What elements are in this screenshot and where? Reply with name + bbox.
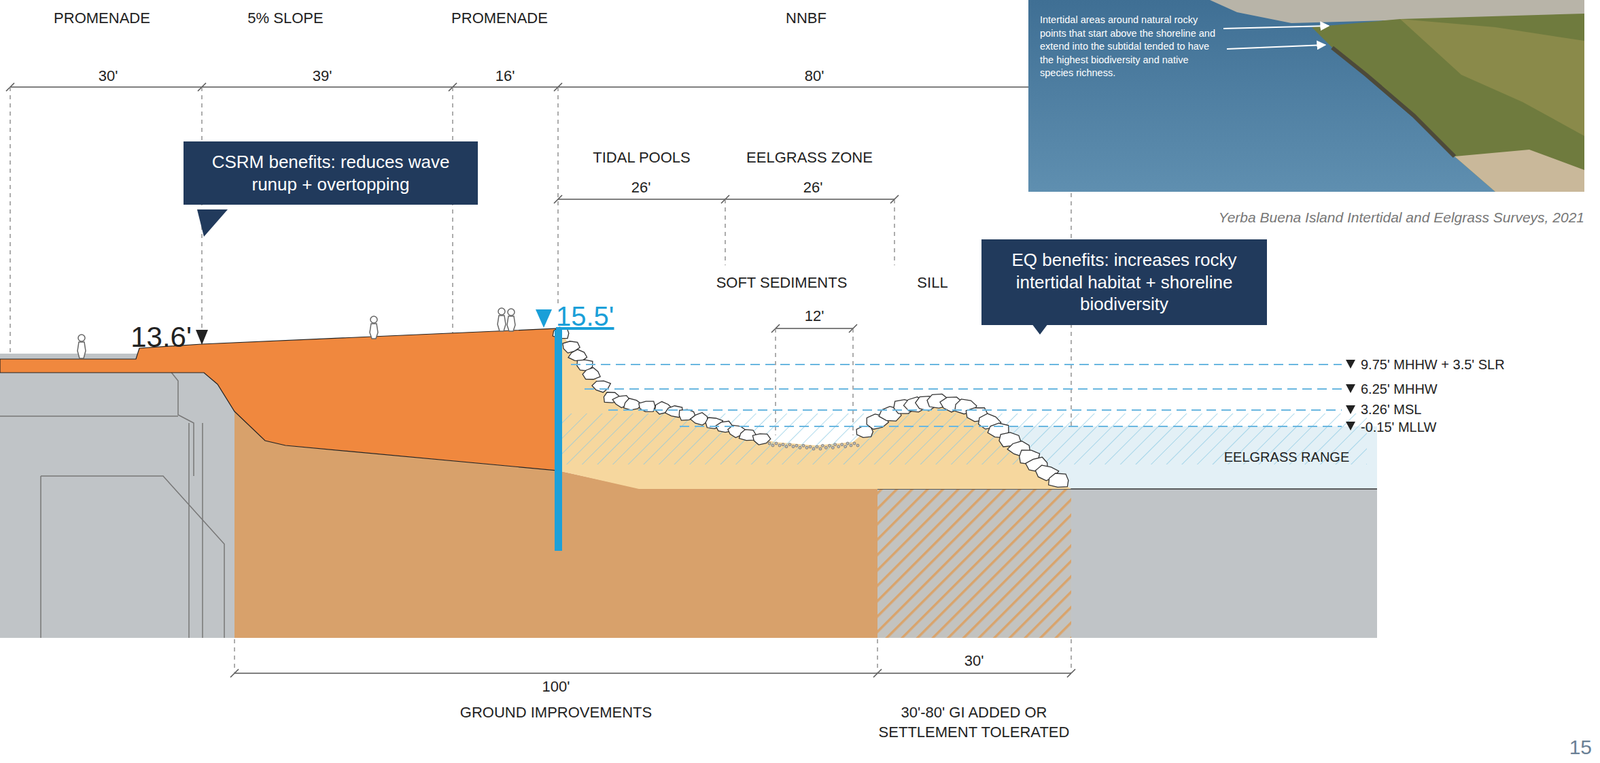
zone-label: TIDAL POOLS: [592, 149, 690, 166]
rock: [568, 349, 588, 361]
sheet-pile-wall: [554, 329, 563, 551]
callout-box: EQ benefits: increases rocky intertidal …: [981, 239, 1267, 325]
gravel: [840, 443, 844, 446]
tide-level: -0.15' MLLW: [1360, 419, 1437, 435]
gravel: [788, 443, 792, 446]
section-heading: NNBF: [785, 10, 827, 27]
gravel: [837, 445, 841, 448]
gravel: [833, 443, 837, 446]
gravel: [812, 447, 815, 450]
rock: [592, 380, 611, 393]
gravel: [819, 447, 822, 450]
rock: [856, 426, 873, 438]
note: 30'-80' GI ADDED OR SETTLEMENT TOLERATED: [868, 702, 1080, 742]
node-text: CSRM benefits: reduces wave runup + over…: [193, 150, 469, 196]
section-heading: PROMENADE: [451, 10, 548, 27]
gravel: [781, 443, 785, 446]
gravel: [768, 441, 771, 445]
dimension: 39': [312, 67, 333, 85]
people: [77, 307, 516, 359]
section-heading: 5% SLOPE: [247, 10, 323, 27]
dimension: 30': [964, 652, 985, 669]
water-level-lines: [570, 364, 1342, 427]
rock: [582, 367, 601, 380]
existing-structure: [0, 353, 235, 638]
level-markers: [195, 329, 1356, 431]
promenade-fill: [0, 328, 559, 471]
note: GROUND IMPROVEMENTS: [460, 704, 652, 721]
callout-box: CSRM benefits: reduces wave runup + over…: [183, 141, 478, 205]
gravel: [815, 445, 819, 448]
level-marker: [535, 309, 552, 328]
callout-tail: [197, 209, 228, 237]
gravel: [821, 443, 824, 447]
dimension: 16': [495, 67, 516, 85]
zone-label: EELGRASS ZONE: [746, 149, 873, 166]
tide-level: 3.26' MSL: [1360, 401, 1422, 417]
zone-label: SILL: [916, 274, 948, 291]
rock: [1048, 473, 1069, 487]
gravel: [831, 445, 834, 449]
gravel: [795, 443, 798, 447]
gravel: [778, 443, 781, 447]
gravel: [849, 443, 853, 447]
settlement-zone: [877, 488, 1072, 638]
gravel: [774, 441, 778, 445]
gravel: [798, 445, 802, 449]
gravel: [827, 443, 831, 447]
tide-level: 6.25' MHHW: [1360, 381, 1438, 397]
dimension: 30': [98, 67, 119, 85]
gravel: [791, 445, 795, 448]
node-text: EQ benefits: increases rocky intertidal …: [990, 248, 1258, 316]
rock: [690, 412, 709, 426]
range-label: EELGRASS RANGE: [1224, 449, 1350, 465]
section-heading: PROMENADE: [53, 10, 151, 27]
photo-annotation: Intertidal areas around natural rocky po…: [1037, 10, 1227, 83]
gravel: [771, 443, 775, 447]
eelgrass-range-hatch: [558, 413, 1367, 465]
gravel: [844, 445, 847, 448]
bay-mud: [1071, 488, 1378, 638]
elevation-label: 15.5': [555, 301, 615, 332]
gravel: [846, 441, 849, 445]
gravel: [785, 445, 788, 448]
photo-caption: Yerba Buena Island Intertidal and Eelgra…: [1218, 209, 1585, 225]
pier-outline: [0, 370, 225, 638]
zone-label: SOFT SEDIMENTS: [716, 274, 848, 291]
dimension: 100': [542, 678, 571, 695]
gravel: [824, 445, 828, 449]
gravel: [853, 441, 856, 445]
rock: [752, 433, 771, 445]
dimension: 80': [804, 67, 825, 85]
dimension: 26': [803, 179, 824, 196]
dimension: 12': [804, 307, 825, 325]
gravel: [805, 445, 809, 449]
sand-fill: [558, 333, 1072, 489]
gravel: [856, 443, 860, 447]
site-photo: [1028, 0, 1585, 192]
tide-level: 9.75' MHHW + 3.5' SLR: [1360, 356, 1505, 372]
dimension: 26': [631, 179, 652, 196]
elevation-label: 13.6': [130, 321, 192, 353]
node-text: Intertidal areas around natural rocky po…: [1039, 13, 1224, 81]
page-number: 15: [1569, 735, 1592, 758]
gravel: [802, 443, 805, 447]
gravel: [808, 445, 812, 448]
rock-revetment: [552, 326, 1069, 487]
